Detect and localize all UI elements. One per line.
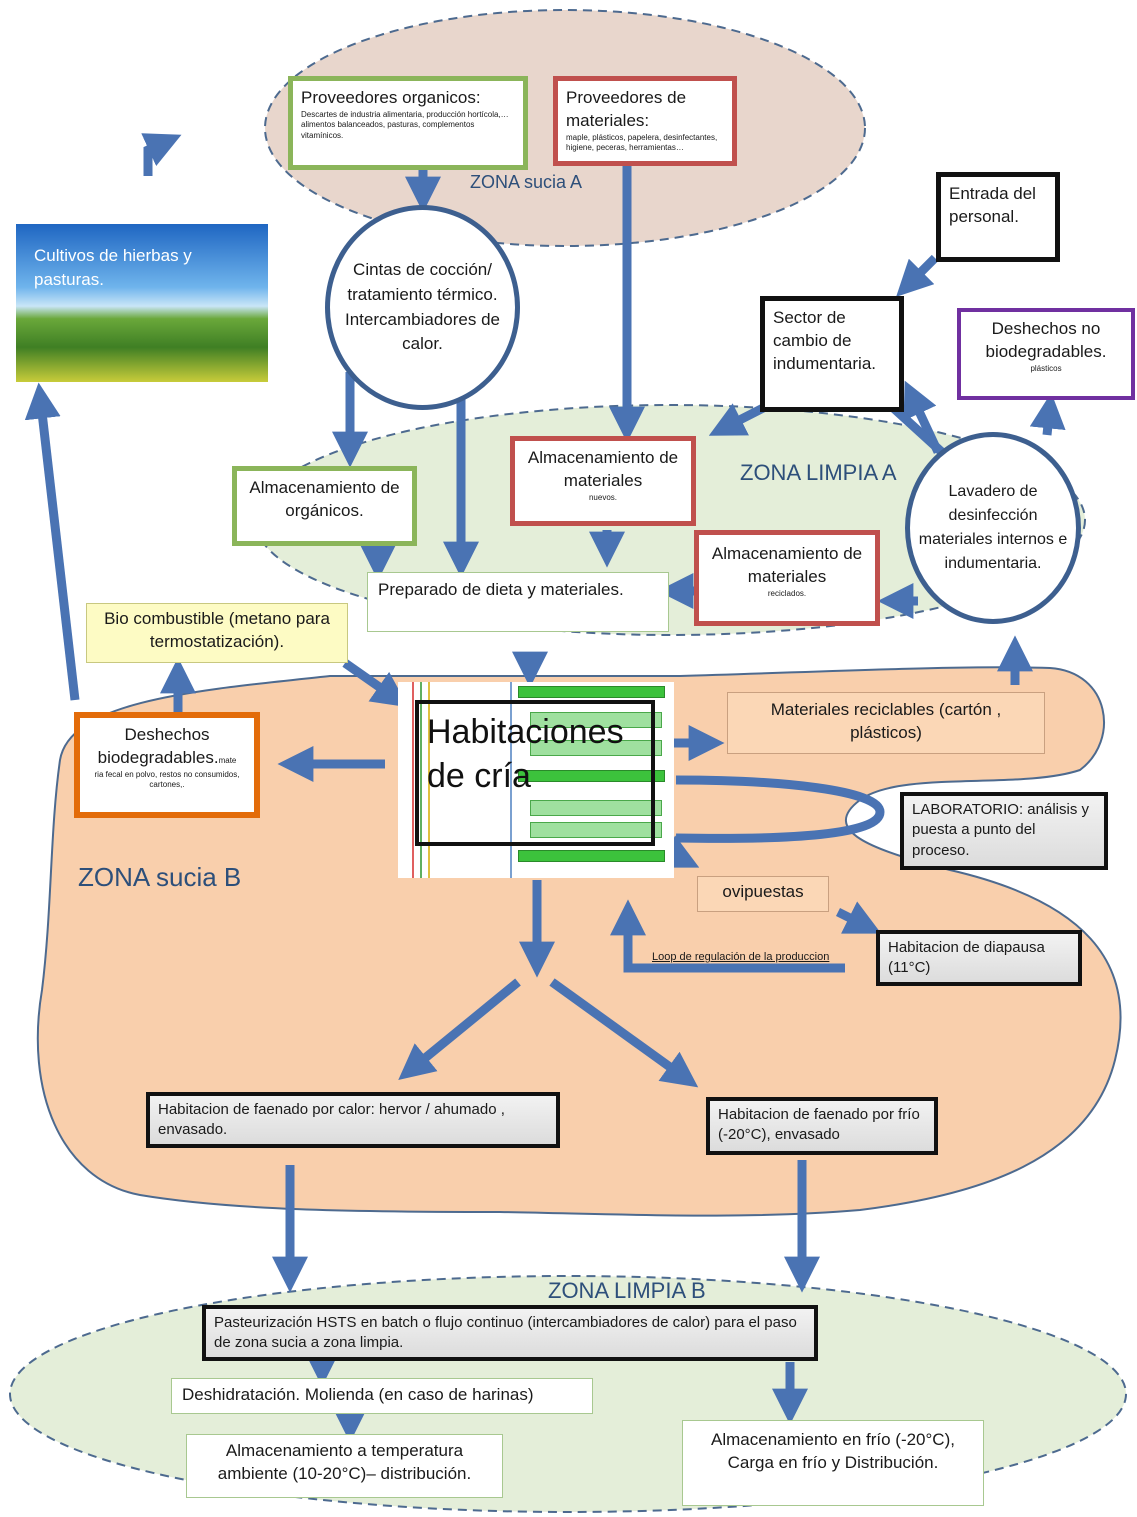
alm-ambiente-box: Almacenamiento a temperatura ambiente (1… (186, 1434, 503, 1498)
alm-frio-text: Almacenamiento en frío (-20°C), Carga en… (711, 1430, 955, 1472)
arrow-split-left (398, 978, 521, 1080)
alm-organicos-text: Almacenamiento de orgánicos. (249, 478, 400, 520)
alm-materiales-reciclados-box: Almacenamiento de materiales reciclados. (694, 530, 880, 626)
alm-materiales-nuevos-box: Almacenamiento de materiales nuevos. (510, 436, 696, 526)
cintas-coccion-circle: Cintas de cocción/ tratamiento térmico. … (325, 205, 520, 410)
arrow-ovipuestas-to-diapausa (835, 901, 882, 934)
deshechos-no-bio-title: Deshechos no biodegradables. (985, 319, 1107, 361)
materiales-reciclables-text: Materiales reciclables (cartón , plástic… (770, 700, 1002, 742)
sector-cambio-box: Sector de cambio de indumentaria. (760, 296, 904, 412)
proveedores-materiales-detail: maple, plásticos, papelera, desinfectant… (566, 132, 718, 153)
faenado-frio-box: Habitacion de faenado por frío (-20°C), … (706, 1097, 938, 1155)
sector-cambio-text: Sector de cambio de indumentaria. (773, 308, 877, 373)
alm-reciclados-title: Almacenamiento de materiales (711, 544, 863, 586)
pasteurizacion-box: Pasteurización HSTS en batch o flujo con… (202, 1305, 818, 1361)
proveedores-organicos-box: Proveedores organicos: Descartes de indu… (288, 76, 528, 170)
zona-sucia-a-label: ZONA sucia A (470, 172, 583, 192)
laboratorio-text: LABORATORIO: análisis y puesta a punto d… (912, 801, 1089, 859)
alm-frio-box: Almacenamiento en frío (-20°C), Carga en… (682, 1420, 984, 1506)
ovipuestas-box: ovipuestas (697, 876, 829, 912)
proveedores-organicos-title: Proveedores organicos: (301, 88, 481, 107)
deshechos-no-bio-detail: plásticos (1030, 363, 1062, 373)
proveedores-materiales-title: Proveedores de materiales: (566, 88, 687, 130)
bio-combustible-box: Bio combustible (metano para termostatiz… (86, 603, 348, 663)
alm-nuevos-detail: nuevos. (588, 492, 618, 502)
deshechos-no-bio-box: Deshechos no biodegradables. plásticos (957, 308, 1135, 400)
arrow-lavadero-to-nobio (1029, 392, 1066, 436)
arrow-deshechos-to-photo (24, 382, 80, 701)
faenado-calor-text: Habitacion de faenado por calor: hervor … (158, 1101, 505, 1139)
cintas-coccion-text: Cintas de cocción/ tratamiento térmico. … (345, 260, 500, 354)
preparado-dieta-text: Preparado de dieta y materiales. (378, 580, 624, 599)
proveedores-materiales-box: Proveedores de materiales: maple, plásti… (553, 76, 737, 166)
preparado-dieta-box: Preparado de dieta y materiales. (367, 572, 669, 632)
alm-ambiente-text: Almacenamiento a temperatura ambiente (1… (217, 1441, 472, 1483)
deshechos-bio-detail: ria fecal en polvo, restos no consumidos… (94, 769, 240, 790)
alm-organicos-box: Almacenamiento de orgánicos. (232, 466, 417, 546)
pasture-photo: Cultivos de hierbas y pasturas. (16, 224, 268, 382)
deshidratacion-text: Deshidratación. Molienda (en caso de har… (182, 1385, 534, 1404)
deshidratacion-box: Deshidratación. Molienda (en caso de har… (171, 1378, 593, 1414)
photo-caption: Cultivos de hierbas y pasturas. (34, 246, 192, 289)
materiales-reciclables-box: Materiales reciclables (cartón , plástic… (727, 692, 1045, 754)
faenado-frio-text: Habitacion de faenado por frío (-20°C), … (718, 1106, 920, 1144)
arrow-split-right (549, 978, 699, 1088)
habitacion-diapausa-box: Habitacion de diapausa (11°C) (876, 930, 1082, 986)
proveedores-organicos-detail: Descartes de industria alimentaria, prod… (301, 109, 509, 140)
habitacion-diapausa-text: Habitacion de diapausa (11°C) (888, 939, 1045, 977)
lavadero-circle: Lavadero de desinfección materiales inte… (905, 432, 1081, 624)
alm-nuevos-title: Almacenamiento de materiales (527, 448, 679, 490)
arrow-entrada-to-sector (896, 254, 939, 297)
deshechos-bio-detail-inline: mate (218, 755, 237, 765)
ovipuestas-text: ovipuestas (722, 882, 804, 901)
zona-sucia-b-region (36, 666, 1122, 1217)
zona-limpia-b-label: ZONA LIMPIA B (548, 1278, 706, 1303)
zona-sucia-b-label: ZONA sucia B (78, 862, 242, 892)
entrada-personal-box: Entrada del personal. (936, 172, 1060, 262)
deshechos-bio-box: Deshechos biodegradables.mate ria fecal … (74, 712, 260, 818)
loop-regulacion-text: Loop de regulación de la produccion (652, 951, 830, 963)
pasteurizacion-text: Pasteurización HSTS en batch o flujo con… (214, 1314, 797, 1352)
laboratorio-box: LABORATORIO: análisis y puesta a punto d… (900, 792, 1108, 870)
deshechos-bio-title: Deshechos biodegradables. (97, 725, 219, 767)
lavadero-text: Lavadero de desinfección materiales inte… (918, 483, 1068, 572)
faenado-calor-box: Habitacion de faenado por calor: hervor … (146, 1092, 560, 1148)
arrow-loop-regulacion (610, 899, 845, 973)
alm-reciclados-detail: reciclados. (767, 588, 807, 598)
bio-combustible-text: Bio combustible (metano para termostatiz… (104, 609, 330, 651)
loop-regulacion-label: Loop de regulación de la produccion (652, 950, 882, 968)
arrow-biocomb-to-habit (342, 659, 409, 708)
zona-limpia-a-label: ZONA LIMPIA A (740, 460, 897, 485)
habitaciones-cria-text: Habitaciones de cría (427, 713, 624, 796)
entrada-personal-text: Entrada del personal. (949, 184, 1036, 226)
laboratorio-loop (675, 775, 885, 843)
arrow-photo-up (141, 133, 182, 176)
habitaciones-cria-box: Habitaciones de cría (415, 700, 655, 846)
sector-to-lavadero-link (886, 401, 949, 459)
